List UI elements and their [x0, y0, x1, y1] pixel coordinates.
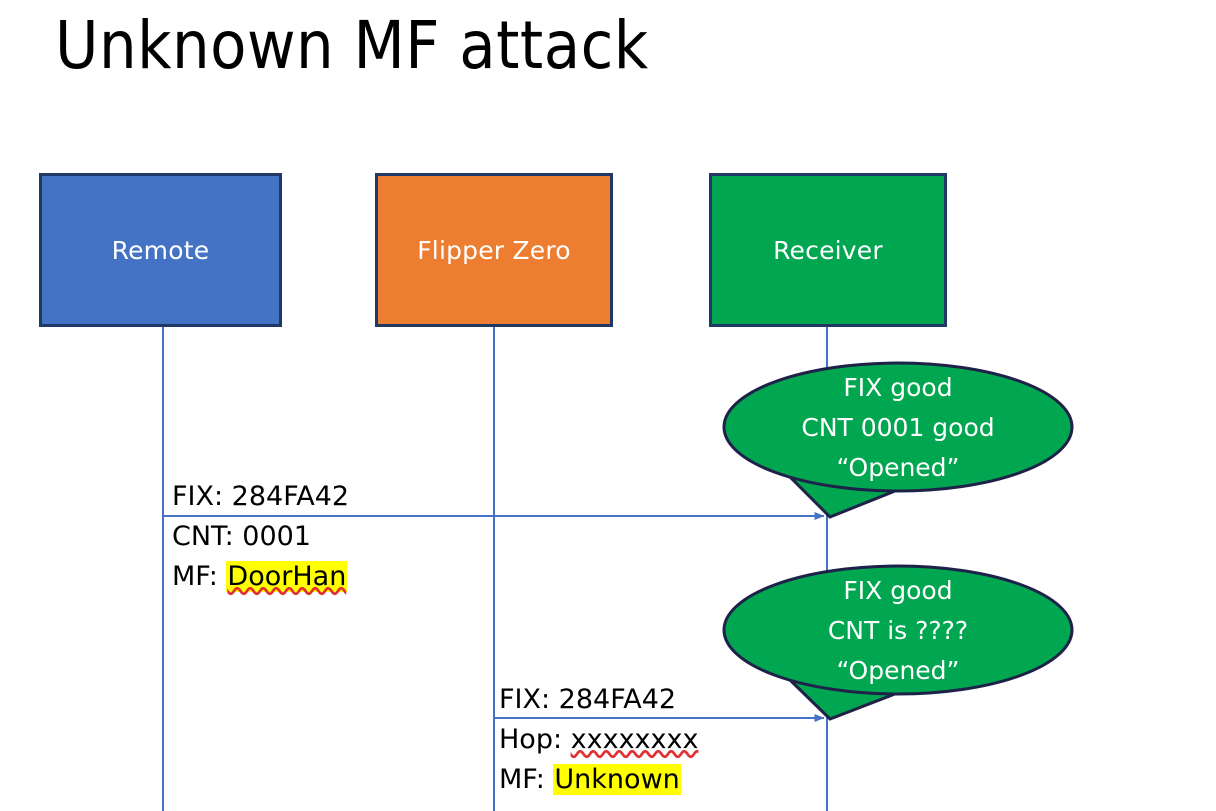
message-line-value-highlighted: Unknown [553, 764, 681, 795]
message-label-line: Hop: xxxxxxxx [499, 720, 698, 760]
callout-cnt-good-line-3: “Opened” [836, 453, 960, 482]
node-boxes-group [39, 173, 947, 327]
message-line-value-highlighted: DoorHan [226, 561, 348, 592]
callout-cnt-good [722, 361, 1074, 519]
node-label-receiver: Receiver [773, 235, 883, 265]
message-line-value: 0001 [242, 521, 311, 552]
message-line-prefix: FIX: [499, 684, 559, 715]
callout-cnt-good-text: FIX good CNT 0001 good “Opened” [724, 368, 1072, 488]
node-remote[interactable]: Remote [39, 173, 282, 327]
node-box-receiver[interactable] [709, 173, 947, 327]
message-label-line: MF: DoorHan [172, 557, 349, 597]
node-label-flipper: Flipper Zero [417, 235, 571, 265]
message-arrows-group [163, 512, 825, 722]
message-label-remote-to-receiver: FIX: 284FA42 CNT: 0001 MF: DoorHan [172, 477, 349, 597]
message-line-value: 284FA42 [558, 684, 677, 715]
message-line-prefix: FIX: [172, 481, 232, 512]
callout-cnt-good-bubble [722, 361, 1074, 493]
callout-cnt-unknown-line-2: CNT is ???? [827, 616, 969, 645]
message-line-value: 284FA42 [231, 481, 350, 512]
node-flipper[interactable]: Flipper Zero [375, 173, 613, 327]
callout-cnt-good-line-1: FIX good [843, 373, 953, 402]
message-label-line: MF: Unknown [499, 760, 698, 800]
node-label-remote: Remote [111, 235, 210, 265]
message-line-value-spellchecked: xxxxxxxx [570, 724, 699, 755]
node-box-remote[interactable] [39, 173, 282, 327]
message-label-line: FIX: 284FA42 [172, 477, 349, 517]
node-box-flipper[interactable] [375, 173, 613, 327]
callout-cnt-unknown-line-1: FIX good [843, 576, 953, 605]
message-label-line: FIX: 284FA42 [499, 680, 698, 720]
message-line-prefix: Hop: [499, 724, 571, 755]
message-line-prefix: CNT: [172, 521, 243, 552]
callout-cnt-unknown-bubble [722, 564, 1074, 696]
callout-cnt-good-line-2: CNT 0001 good [801, 413, 995, 442]
message-line-prefix: MF: [499, 764, 554, 795]
node-receiver[interactable]: Receiver [709, 173, 947, 327]
message-label-line: CNT: 0001 [172, 517, 349, 557]
page-title: Unknown MF attack [55, 7, 649, 84]
callout-cnt-unknown-text: FIX good CNT is ???? “Opened” [724, 571, 1072, 691]
callout-cnt-unknown [722, 564, 1074, 721]
message-label-flipper-to-receiver: FIX: 284FA42 Hop: xxxxxxxx MF: Unknown [499, 680, 698, 800]
callout-cnt-unknown-line-3: “Opened” [836, 656, 960, 685]
message-line-prefix: MF: [172, 561, 227, 592]
